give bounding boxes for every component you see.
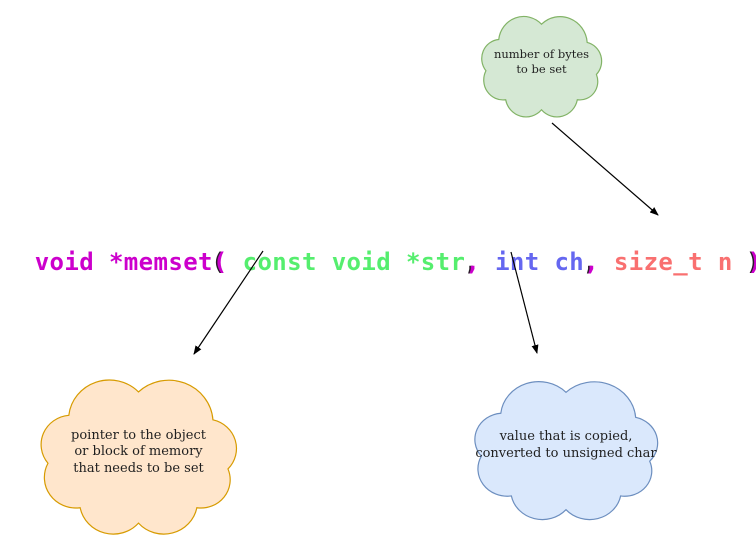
code-seg-close-paren: ); <box>733 248 756 276</box>
code-seg-param-n: size_t n <box>613 248 733 276</box>
cloud-text-line: to be set <box>516 62 567 76</box>
cloud-value-copied-text: value that is copied, converted to unsig… <box>457 370 675 532</box>
code-seg-param-ch: int ch <box>495 248 585 276</box>
cloud-shape <box>482 16 602 116</box>
code-seg-comma-1: , <box>465 248 496 276</box>
cloud-text-line: value that is copied, <box>499 429 633 445</box>
cloud-pointer-to-object-text: pointer to the object or block of memory… <box>22 367 255 548</box>
cloud-shape <box>41 380 236 534</box>
cloud-pointer-to-object: pointer to the object or block of memory… <box>22 367 255 548</box>
code-line: void *memset( const void *str, int ch, s… <box>5 211 756 279</box>
cloud-text-line: that needs to be set <box>73 460 204 476</box>
cloud-text-line: pointer to the object <box>71 427 206 443</box>
cloud-text-line: or block of memory <box>74 444 203 460</box>
code-seg-open-paren: ( <box>212 248 243 276</box>
cloud-text-line: number of bytes <box>493 47 590 62</box>
cloud-number-of-bytes-text: number of bytes to be set <box>470 8 613 126</box>
cloud-value-copied: value that is copied, converted to unsig… <box>457 370 675 532</box>
code-seg-param-str: const void *str <box>242 248 466 276</box>
arrow-nbytes-to-n <box>551 122 659 216</box>
cloud-number-of-bytes: number of bytes to be set <box>470 8 613 126</box>
code-seg-comma-2: , <box>584 248 614 276</box>
cloud-shape <box>475 382 658 520</box>
cloud-text-line: converted to unsigned char <box>475 446 657 461</box>
code-seg-return-and-name: void *memset <box>34 248 213 276</box>
